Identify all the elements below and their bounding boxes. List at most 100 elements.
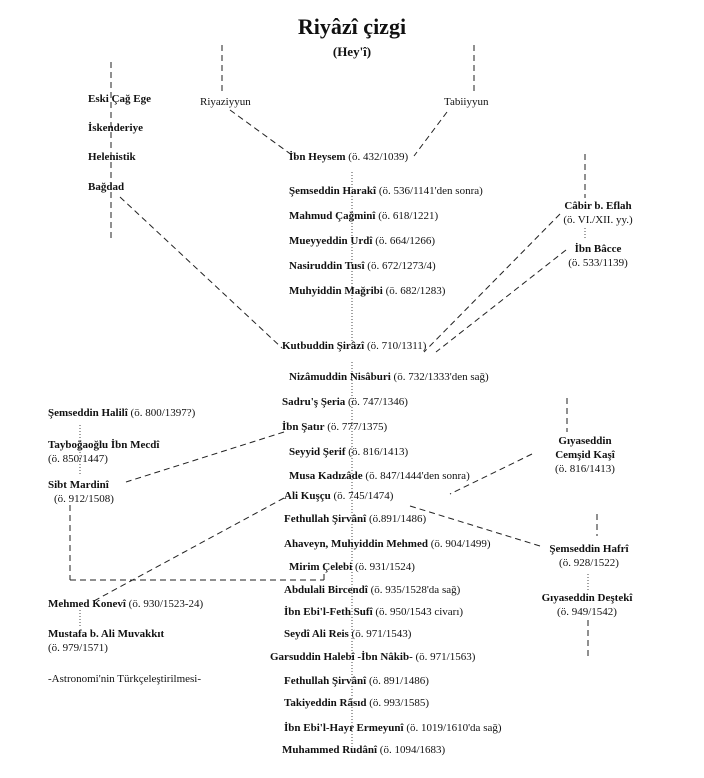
person-date: (ö. 800/1397?) <box>130 407 196 419</box>
person-name: Ali Kuşçu <box>284 490 331 502</box>
person-date: (ö. 950/1543 civarı) <box>375 606 464 618</box>
person-date: (ö. 847/1444'den sonra) <box>365 470 470 482</box>
person-date: (ö. 816/1413) <box>555 463 615 475</box>
person-date: (ö. 928/1522) <box>559 557 619 569</box>
connector <box>125 431 285 483</box>
person-date: (ö. 931/1524) <box>354 561 415 573</box>
person-entry: Muhammed Rudânî (ö. 1094/1683) <box>282 743 445 757</box>
connector <box>423 213 561 353</box>
footer-note: -Astronomi'nin Türkçeleştirilmesi- <box>48 673 202 685</box>
connector <box>119 196 283 349</box>
connector <box>409 505 541 547</box>
person-date: (ö. 891/1486) <box>368 675 429 687</box>
person-name: Takiyeddin Râsıd <box>284 697 367 709</box>
person-name: Muhyiddin Mağribi <box>289 285 383 297</box>
person-name: Şemseddin Harakî <box>289 185 377 197</box>
person-entry: Abdulali Bircendî (ö. 935/1528'da sağ) <box>284 583 460 597</box>
person-name: Câbir b. Eflah <box>564 200 632 212</box>
person-entry: Câbir b. Eflah (ö. VI./XII. yy.) <box>563 199 632 227</box>
person-name: Garsuddin Halebî -İbn Nâkib- <box>270 651 413 663</box>
person-entry: İbn Ebi'l-Feth Sufî (ö. 950/1543 civarı) <box>284 605 463 619</box>
person-name: Muhammed Rudânî <box>282 744 378 756</box>
person-name: Kutbuddin Şirâzî <box>282 340 365 352</box>
person-entry: Nizâmuddin Nisâburi (ö. 732/1333'den sağ… <box>289 370 489 384</box>
person-entry: Nasiruddin Tusî (ö. 672/1273/4) <box>289 259 436 273</box>
person-entry: İbn Bâcce (ö. 533/1139) <box>568 242 627 270</box>
person-entry: İbn Ebi'l-Hayr Ermeyunî (ö. 1019/1610'da… <box>284 721 502 735</box>
person-name: Nizâmuddin Nisâburi <box>289 371 391 383</box>
connector <box>229 109 297 159</box>
person-name: Ahaveyn, Muhyiddin Mehmed <box>284 538 428 550</box>
person-date: (ö. 979/1571) <box>48 642 108 654</box>
person-name: İbn Heysem <box>289 151 346 163</box>
person-entry: Ali Kuşçu (ö. 745/1474) <box>284 489 393 503</box>
person-entry: Gıyaseddin Cemşid Kaşî (ö. 816/1413) <box>555 434 615 476</box>
person-date: (ö. 949/1542) <box>557 606 617 618</box>
connector <box>91 497 285 603</box>
person-name: Tayboğaoğlu İbn Mecdî <box>48 439 160 451</box>
person-name: Fethullah Şirvânî <box>284 675 367 687</box>
person-entry: Gıyaseddin Deştekî (ö. 949/1542) <box>542 591 633 619</box>
person-name: Nasiruddin Tusî <box>289 260 365 272</box>
person-entry: Şemseddin Harakî (ö. 536/1141'den sonra) <box>289 184 483 198</box>
person-entry: Mueyyeddin Urdî (ö. 664/1266) <box>289 234 435 248</box>
connector <box>449 453 533 495</box>
person-name: İbn Bâcce <box>574 243 622 255</box>
person-entry: Takiyeddin Râsıd (ö. 993/1585) <box>284 696 429 710</box>
person-name: Mahmud Çağminî <box>289 210 376 222</box>
person-name: Şemseddin Halilî <box>48 407 128 419</box>
person-name: Musa Kadızâde <box>289 470 363 482</box>
person-name: Gıyaseddin Deştekî <box>541 592 633 604</box>
person-name: Fethullah Şirvânî <box>284 513 367 525</box>
person-entry: Fethullah Şirvânî (ö.891/1486) <box>284 512 426 526</box>
person-date: (ö. 935/1528'da sağ) <box>370 584 461 596</box>
person-date: (ö. 971/1563) <box>415 651 476 663</box>
person-name: İbn Şatır <box>282 421 325 433</box>
label-tabiiyyun: Tabiiyyun <box>444 96 489 108</box>
person-date: (ö. 912/1508) <box>54 493 114 505</box>
person-date: (ö. 777/1375) <box>327 421 388 433</box>
person-entry: Garsuddin Halebî -İbn Nâkib- (ö. 971/156… <box>270 650 475 664</box>
person-entry: Sadru'ş Şeria (ö. 747/1346) <box>282 395 408 409</box>
person-date: (ö. 993/1585) <box>369 697 430 709</box>
person-entry: Şemseddin Halilî (ö. 800/1397?) <box>48 406 195 420</box>
person-entry: Tayboğaoğlu İbn Mecdî (ö. 850/1447) <box>48 438 159 466</box>
person-date: (ö. 971/1543) <box>351 628 412 640</box>
label-riyaziyyun: Riyaziyyun <box>200 96 251 108</box>
person-entry: Mehmed Konevî (ö. 930/1523-24) <box>48 597 203 611</box>
person-date: (ö. 533/1139) <box>568 257 628 269</box>
person-name: Sibt Mardinî <box>48 479 109 491</box>
person-entry: İbn Şatır (ö. 777/1375) <box>282 420 387 434</box>
person-entry: Fethullah Şirvânî (ö. 891/1486) <box>284 674 429 688</box>
person-entry: Seydî Ali Reis (ö. 971/1543) <box>284 627 411 641</box>
person-entry: İbn Heysem (ö. 432/1039) <box>289 150 408 164</box>
person-date: (ö. 672/1273/4) <box>367 260 436 272</box>
person-date: (ö. 850/1447) <box>48 453 108 465</box>
person-name: Gıyaseddin Cemşid Kaşî <box>555 435 615 461</box>
person-entry: Seyyid Şerif (ö. 816/1413) <box>289 445 408 459</box>
person-name: Mueyyeddin Urdî <box>289 235 373 247</box>
person-date: (ö. 682/1283) <box>385 285 446 297</box>
person-name: Mehmed Konevî <box>48 598 126 610</box>
person-date: (ö. VI./XII. yy.) <box>563 214 633 226</box>
person-date: (ö. 732/1333'den sağ) <box>393 371 489 383</box>
person-entry: Kutbuddin Şirâzî (ö. 710/1311) <box>282 339 426 353</box>
person-name: Mustafa b. Ali Muvakkıt <box>48 628 165 640</box>
person-date: (ö. 930/1523-24) <box>128 598 204 610</box>
person-name: Sadru'ş Şeria <box>282 396 346 408</box>
person-date: (ö. 536/1141'den sonra) <box>378 185 483 197</box>
period-label: Helenistik <box>88 151 136 163</box>
person-entry: Şemseddin Hafrî (ö. 928/1522) <box>549 542 628 570</box>
person-date: (ö. 618/1221) <box>378 210 439 222</box>
person-entry: Mahmud Çağminî (ö. 618/1221) <box>289 209 438 223</box>
person-name: Seyyid Şerif <box>289 446 346 458</box>
person-name: İbn Ebi'l-Hayr Ermeyunî <box>284 722 404 734</box>
connector <box>413 111 448 157</box>
person-name: Şemseddin Hafrî <box>549 543 629 555</box>
person-entry: Sibt Mardinî (ö. 912/1508) <box>48 478 114 506</box>
period-label: Eski Çağ Ege <box>88 93 151 105</box>
person-name: İbn Ebi'l-Feth Sufî <box>284 606 373 618</box>
page-title: Riyâzî çizgi <box>297 14 407 39</box>
person-date: (ö. 904/1499) <box>430 538 491 550</box>
